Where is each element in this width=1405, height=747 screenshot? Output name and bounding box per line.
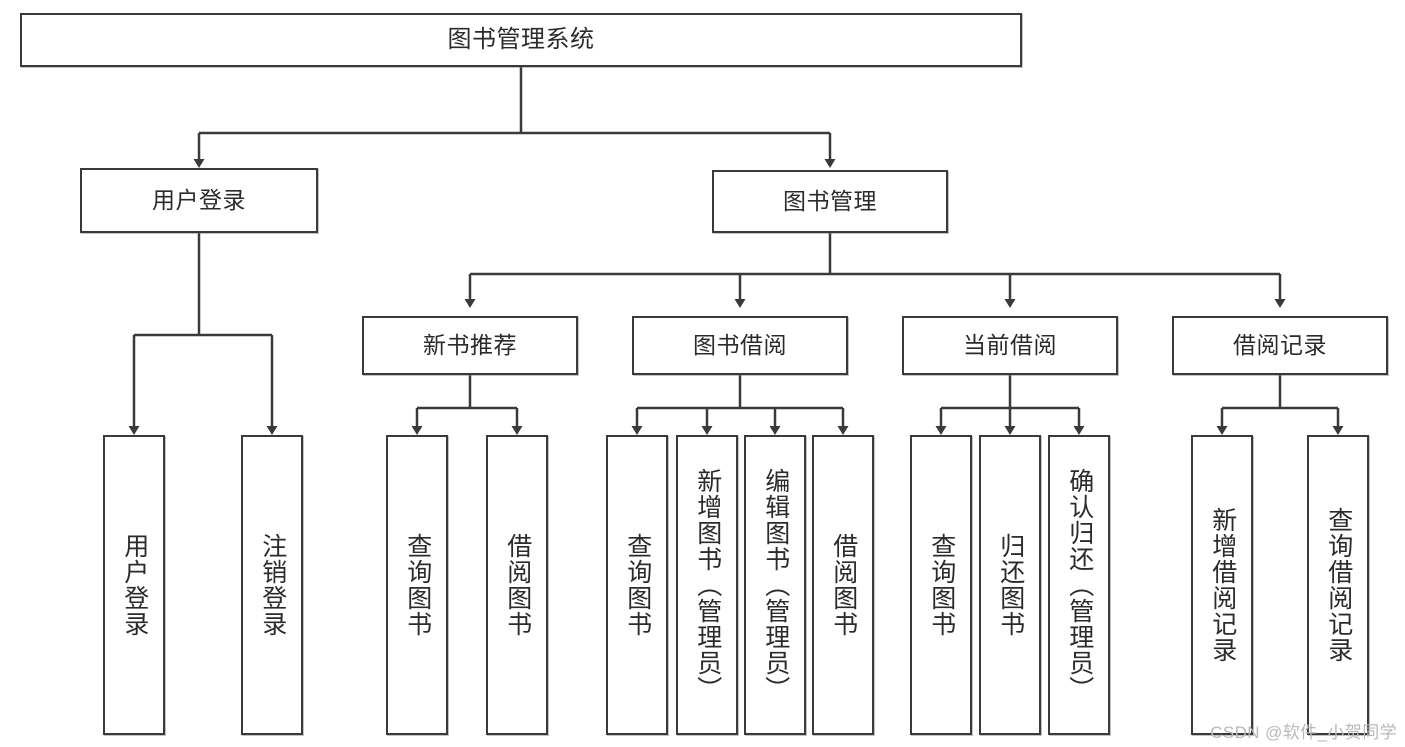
node-label: 查询图书 (403, 533, 432, 637)
node-label: 新书推荐 (423, 331, 517, 358)
leaf-query-book-borrow[interactable]: 查询图书 (606, 435, 668, 735)
leaf-query-book-current[interactable]: 查询图书 (910, 435, 972, 735)
node-label: 查询图书 (623, 533, 652, 637)
node-label: 图书借阅 (693, 331, 787, 358)
node-label: 注销登录 (258, 533, 287, 637)
leaf-logout-login[interactable]: 注销登录 (241, 435, 303, 735)
node-root-book-management-system[interactable]: 图书管理系统 (20, 13, 1022, 67)
leaf-confirm-return-admin[interactable]: 确认归还（管理员） (1048, 435, 1110, 735)
node-new-book-recommend[interactable]: 新书推荐 (362, 316, 578, 375)
leaf-borrow-book[interactable]: 借阅图书 (812, 435, 874, 735)
node-current-borrow[interactable]: 当前借阅 (902, 316, 1118, 375)
node-book-borrow[interactable]: 图书借阅 (632, 316, 848, 375)
node-label: 确认归还（管理员） (1065, 468, 1094, 702)
node-label: 新增图书（管理员） (693, 468, 722, 702)
node-user-login[interactable]: 用户登录 (80, 168, 318, 233)
node-label: 借阅图书 (503, 533, 532, 637)
node-label: 归还图书 (996, 533, 1025, 637)
leaf-query-borrow-record[interactable]: 查询借阅记录 (1307, 435, 1369, 735)
node-label: 用户登录 (152, 186, 246, 213)
watermark: CSDN @软件_小贺同学 (1210, 723, 1397, 742)
node-book-management[interactable]: 图书管理 (712, 170, 948, 233)
leaf-add-borrow-record[interactable]: 新增借阅记录 (1191, 435, 1253, 735)
node-label: 借阅记录 (1233, 331, 1327, 358)
node-borrow-record[interactable]: 借阅记录 (1172, 316, 1388, 375)
leaf-return-book[interactable]: 归还图书 (979, 435, 1041, 735)
node-label: 图书管理系统 (447, 25, 595, 53)
node-label: 图书管理 (783, 187, 877, 214)
leaf-user-login[interactable]: 用户登录 (103, 435, 165, 735)
node-label: 查询图书 (927, 533, 956, 637)
node-label: 当前借阅 (963, 331, 1057, 358)
leaf-query-book-recommend[interactable]: 查询图书 (386, 435, 448, 735)
node-label: 新增借阅记录 (1208, 507, 1237, 663)
node-label: 用户登录 (120, 533, 149, 637)
node-label: 借阅图书 (829, 533, 858, 637)
leaf-add-book-admin[interactable]: 新增图书（管理员） (676, 435, 738, 735)
leaf-edit-book-admin[interactable]: 编辑图书（管理员） (744, 435, 806, 735)
leaf-borrow-book-recommend[interactable]: 借阅图书 (486, 435, 548, 735)
node-label: 编辑图书（管理员） (761, 468, 790, 702)
node-label: 查询借阅记录 (1324, 507, 1353, 663)
